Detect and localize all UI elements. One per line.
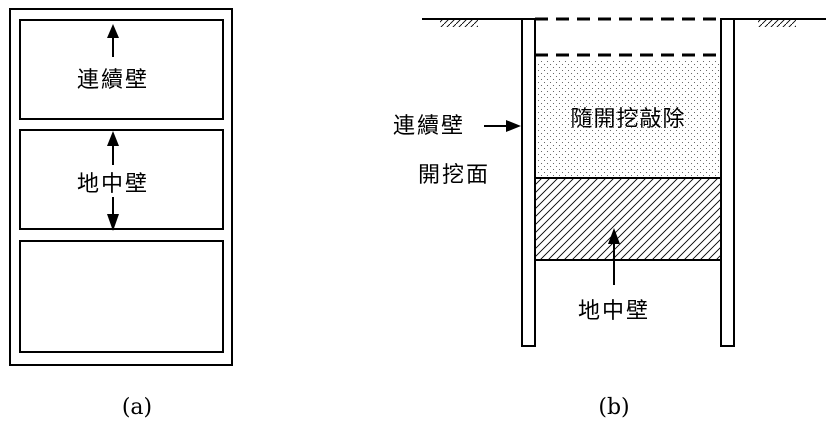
removal-zone	[535, 59, 721, 178]
panel-top	[19, 19, 224, 120]
panel-bottom	[19, 240, 224, 353]
ground-hatch-right	[758, 20, 796, 27]
label-continuous-wall-a: 連續壁	[77, 68, 149, 93]
caption-b: (b)	[598, 395, 629, 420]
underground-wall-zone	[534, 177, 722, 261]
diagram-b: 隨開挖敲除 連續壁 開挖面 地中壁 (b)	[393, 17, 826, 420]
diagram-a: 連續壁 地中壁 (a)	[9, 8, 233, 420]
arrow-up-middle	[107, 131, 119, 165]
label-excavation-surface: 開挖面	[418, 163, 490, 188]
arrow-down-middle	[107, 197, 119, 231]
caption-a: (a)	[122, 395, 152, 420]
outer-frame	[9, 8, 233, 366]
label-underground-wall-b: 地中壁	[578, 299, 650, 324]
label-remove-with-excavation: 隨開挖敲除	[570, 107, 685, 132]
arrow-up-underground-wall	[608, 228, 620, 285]
diaphragm-wall-left	[521, 18, 536, 347]
arrow-up-top	[107, 24, 119, 57]
panel-middle	[19, 129, 224, 230]
arrow-right-continuous-wall	[484, 120, 521, 132]
label-continuous-wall-b: 連續壁	[393, 114, 465, 139]
label-underground-wall-a: 地中壁	[77, 172, 149, 197]
ground-hatch-left	[440, 20, 478, 27]
diaphragm-wall-right	[720, 18, 735, 347]
